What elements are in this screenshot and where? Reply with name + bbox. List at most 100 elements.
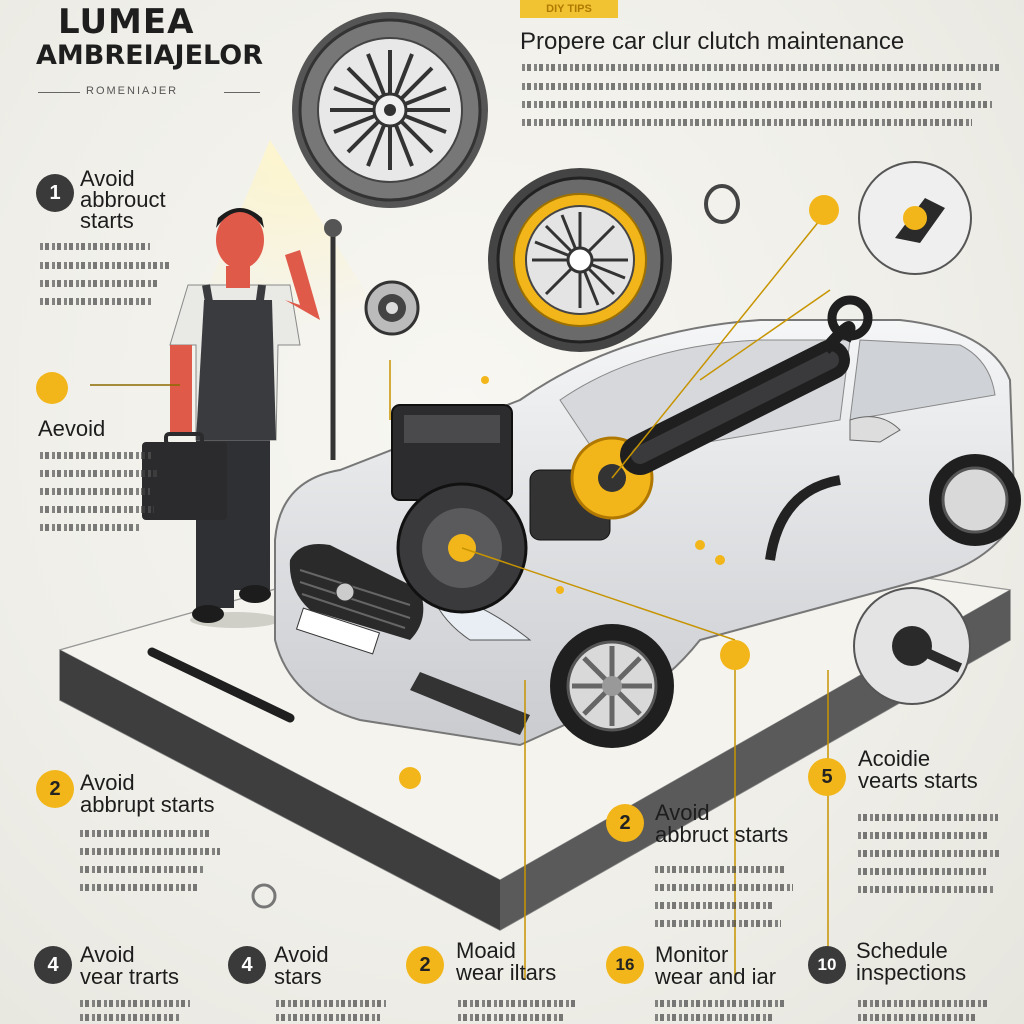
intro-text-line <box>522 64 1002 71</box>
callout-text-line: Schedule <box>856 938 948 963</box>
callout-text-line: Acoidie <box>858 746 931 771</box>
step-text-4 <box>655 920 781 927</box>
step-badge-3: 2 <box>36 770 74 808</box>
step-text-4 <box>655 866 785 873</box>
step-text-1 <box>40 298 152 305</box>
engine-assembly <box>391 295 873 614</box>
bearing-part <box>364 280 420 336</box>
step-text-2 <box>40 506 154 513</box>
step-text-1 <box>40 243 150 250</box>
callout-text-line: wear iltars <box>456 960 557 985</box>
intro-text-line <box>522 83 982 90</box>
step-text-3 <box>80 866 205 873</box>
callout-text-line: stars <box>274 964 322 989</box>
step-text-6 <box>80 1000 190 1007</box>
clutch-disc-top <box>292 12 488 208</box>
step-badge-5: 5 <box>808 758 846 796</box>
intro-text-line <box>522 101 992 108</box>
clutch-disc-middle <box>488 168 672 352</box>
brand-subtitle: AMBREIAJELOR <box>36 40 263 71</box>
step-badge-7: 4 <box>228 946 266 984</box>
step-text-6 <box>80 1014 180 1021</box>
step-text-3 <box>80 830 210 837</box>
brand-tagline: ROMENIAJER <box>86 85 179 97</box>
inset-part-top-right <box>858 161 972 275</box>
wrench-tool <box>147 647 295 723</box>
step-badge-9: 16 <box>606 946 644 984</box>
callout-text-line: Moaid <box>456 938 516 963</box>
step-badge-1: 1 <box>36 174 74 212</box>
step-text-9 <box>655 1000 785 1007</box>
callout-text-line: wear and iar <box>655 964 777 989</box>
lamp-stand <box>324 219 342 460</box>
step-text-5 <box>858 814 998 821</box>
callout-text-line: Aevoid <box>38 416 106 441</box>
brand-rule: ROMENIAJER <box>38 82 260 102</box>
callout-text-line: Avoid <box>80 942 135 967</box>
step-text-2 <box>40 470 160 477</box>
callout-text-line: vear trarts <box>80 964 180 989</box>
step-badge-2 <box>36 372 68 404</box>
inset-part-bottom-right <box>853 587 971 705</box>
step-text-2 <box>40 452 152 459</box>
callout-text: Aevoid <box>38 418 105 440</box>
step-text-5 <box>858 850 1000 857</box>
step-text-5 <box>858 868 986 875</box>
step-text-10 <box>858 1014 978 1021</box>
intro-text-line <box>522 119 972 126</box>
page-title: Propere car clur clutch maintenance <box>520 28 905 55</box>
callout-text-line: inspections <box>856 960 967 985</box>
step-text-5 <box>858 886 994 893</box>
step-label-2: Aevoid <box>38 418 105 440</box>
brand-title: LUMEA <box>58 2 195 42</box>
step-text-8 <box>458 1014 566 1021</box>
step-text-2 <box>40 524 140 531</box>
step-badge-10: 10 <box>808 946 846 984</box>
step-text-9 <box>655 1014 775 1021</box>
tips-badge: DIY TIPS <box>520 0 618 18</box>
mechanic-figure <box>142 208 320 628</box>
callout-text-line: vearts starts <box>858 768 978 793</box>
step-text-7 <box>276 1000 386 1007</box>
step-text-4 <box>655 902 775 909</box>
callout-text-line: Avoid <box>655 800 710 825</box>
callout-text-line: abbrouct <box>80 187 166 212</box>
step-badge-6: 4 <box>34 946 72 984</box>
step-text-7 <box>276 1014 380 1021</box>
step-text-10 <box>858 1000 990 1007</box>
callout-text-line: abbrupt starts <box>80 792 215 817</box>
callout-text-line: Avoid <box>274 942 329 967</box>
step-text-2 <box>40 488 150 495</box>
step-text-4 <box>655 884 793 891</box>
callout-text-line: Monitor <box>655 942 729 967</box>
callout-text-line: Avoid <box>80 770 135 795</box>
step-text-1 <box>40 280 160 287</box>
callout-text-line: starts <box>80 208 134 233</box>
step-text-8 <box>458 1000 578 1007</box>
step-text-1 <box>40 262 170 269</box>
callout-text-line: Avoid <box>80 166 135 191</box>
step-badge-8: 2 <box>406 946 444 984</box>
step-text-3 <box>80 848 220 855</box>
step-text-3 <box>80 884 200 891</box>
callout-text-line: abbruct starts <box>655 822 789 847</box>
